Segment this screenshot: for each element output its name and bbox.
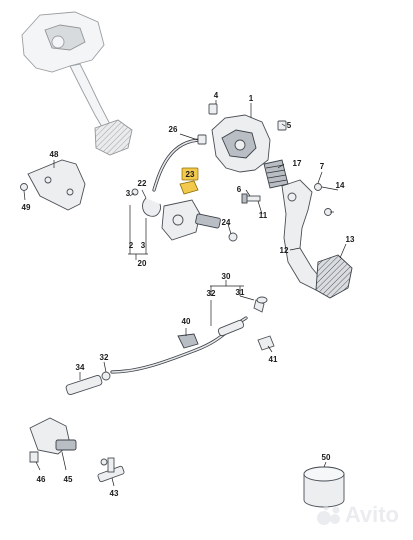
clutch-master-cylinder (161, 199, 221, 241)
callout-34: 34 (76, 363, 85, 372)
pipe-bracket (257, 335, 275, 351)
callout-40: 40 (182, 317, 191, 326)
callout-3: 3 (126, 189, 131, 198)
watermark-text: Avito (344, 502, 399, 527)
callout-6: 6 (237, 185, 242, 194)
slave-cylinder (29, 417, 77, 463)
callout-12: 12 (280, 246, 289, 255)
callout-2: 2 (129, 241, 134, 250)
mounting-plate (27, 159, 86, 211)
bushing (303, 466, 345, 508)
callout-17: 17 (293, 159, 302, 168)
callout-5: 5 (287, 121, 292, 130)
callout-49: 49 (22, 203, 31, 212)
callout-23: 23 (186, 170, 195, 179)
callout-1: 1 (249, 94, 254, 103)
callout-4: 4 (214, 91, 219, 100)
return-spring (263, 159, 289, 189)
pedal-bracket (208, 103, 287, 173)
callout-43: 43 (110, 489, 119, 498)
callout-24: 24 (222, 218, 231, 227)
leader-lines (23, 100, 347, 487)
callout-46: 46 (37, 475, 46, 484)
callout-30: 30 (222, 272, 231, 281)
background-pedal-assembly (21, 11, 133, 156)
callout-50: 50 (322, 453, 331, 462)
clutch-pedal (281, 179, 353, 299)
pipe-clip (177, 333, 199, 349)
callout-7: 7 (320, 162, 325, 171)
callout-32-upper: 32 (207, 289, 216, 298)
callout-32-lower: 32 (100, 353, 109, 362)
callout-11: 11 (259, 211, 268, 220)
slave-connector (65, 371, 111, 395)
callout-22: 22 (138, 179, 147, 188)
highlight-box-23 (181, 167, 199, 181)
callout-45: 45 (64, 475, 73, 484)
callout-3-lower: 3 (141, 241, 146, 250)
callout-labels: 1 4 5 26 17 48 49 23 22 7 6 14 3 11 24 2… (22, 91, 355, 498)
callout-48: 48 (50, 150, 59, 159)
callout-20: 20 (138, 259, 147, 268)
callout-14: 14 (336, 181, 345, 190)
highlighted-part-23 (179, 180, 199, 195)
avito-dots-logo-icon (316, 505, 340, 525)
tee-fitting (97, 457, 125, 483)
callout-13: 13 (346, 235, 355, 244)
avito-watermark: Avito (316, 502, 399, 528)
callout-26: 26 (169, 125, 178, 134)
retaining-clip (142, 197, 161, 217)
clutch-pipe (110, 296, 268, 374)
bolt (241, 193, 261, 204)
reservoir-hose (152, 134, 207, 192)
callout-31: 31 (236, 288, 245, 297)
callout-41: 41 (269, 355, 278, 364)
